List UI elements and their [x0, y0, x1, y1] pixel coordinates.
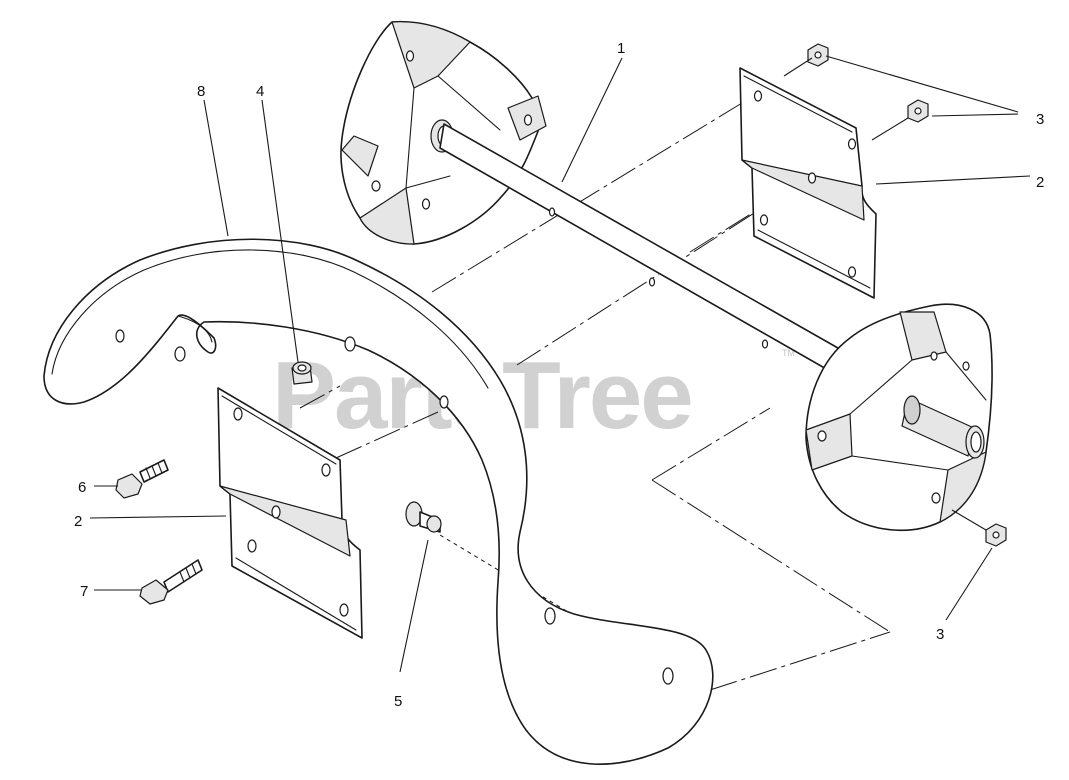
hex-nut-bottom[interactable]: [985, 523, 1007, 547]
watermark-trademark: TM: [782, 348, 795, 358]
paddle-plate-right[interactable]: [739, 67, 877, 299]
hex-bolt-short[interactable]: [115, 459, 169, 499]
hex-bolt-long[interactable]: [139, 559, 203, 605]
hex-nut-middle[interactable]: [907, 99, 929, 123]
callout-7: 7: [80, 583, 88, 600]
callout-3-bottom: 3: [936, 626, 944, 643]
auger-hub-right[interactable]: [805, 303, 993, 532]
callout-8: 8: [197, 83, 205, 100]
callout-3-top: 3: [1036, 111, 1044, 128]
callout-1: 1: [617, 40, 625, 57]
shoulder-bolt[interactable]: [405, 501, 442, 533]
hex-nut-top[interactable]: [807, 43, 829, 67]
callout-2-left: 2: [74, 513, 82, 530]
callout-5: 5: [394, 693, 402, 710]
leader-lines: [89, 55, 1031, 673]
callout-4: 4: [256, 83, 264, 100]
callout-6: 6: [78, 479, 86, 496]
callout-labels: 1 2 2 3 3 4 5 6 7 8: [74, 40, 1044, 710]
auger-flight[interactable]: [43, 238, 714, 765]
paddle-plate-left[interactable]: [217, 387, 363, 639]
callout-2-right: 2: [1036, 174, 1044, 191]
spacer[interactable]: [291, 336, 356, 385]
